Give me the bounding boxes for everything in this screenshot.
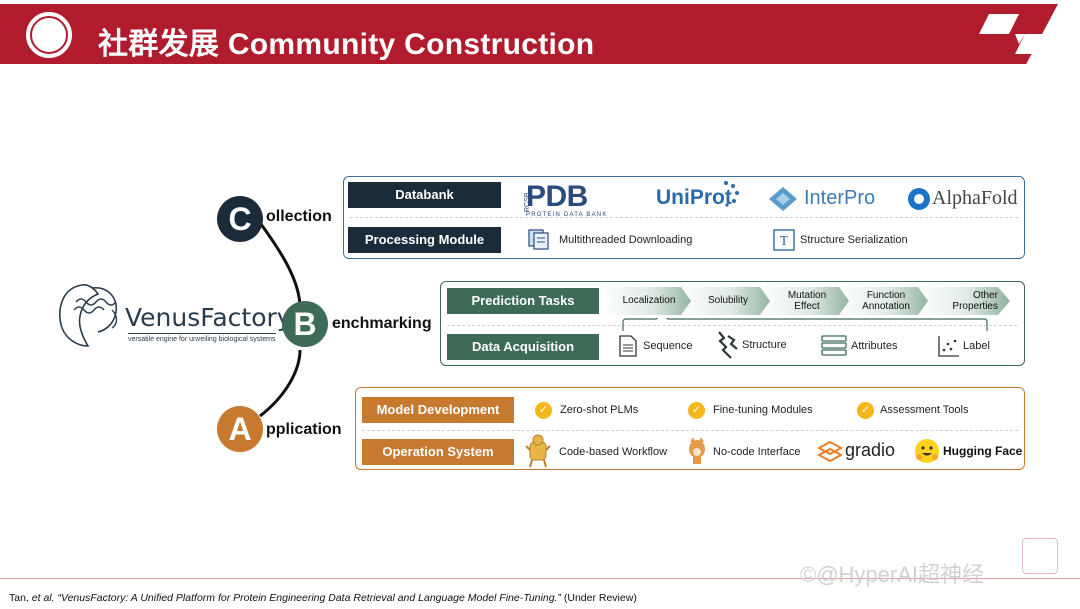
scatter-label-icon [938,336,959,357]
task-label-line: Annotation [862,301,910,312]
task-chevron [681,287,773,315]
benchmarking-heading: enchmarking [332,315,432,332]
venusfactory-tagline: versatile engine for unveiling biologica… [128,333,276,343]
download-server-icon [528,229,549,250]
interpro-logo: InterPro [804,187,876,209]
gradio-logo-text: gradio [845,440,896,460]
assessment-tools-text: Assessment Tools [880,404,969,416]
interpro-icon [769,187,797,211]
university-seal-icon [24,10,74,60]
collection-heading: ollection [266,208,332,225]
task-chevron [839,287,931,315]
collection-panel [343,176,1025,259]
sequence-document-icon [619,335,637,357]
pdb-logo-sub: PROTEIN DATA BANK [526,212,608,218]
corner-stamp-icon [1022,538,1058,574]
text-t-icon: T [773,229,795,251]
uniprot-dots-icon [724,181,739,207]
application-panel [355,387,1025,470]
section-connector-arc [256,219,302,418]
venusfactory-name: VenusFactory [125,303,292,332]
processing-module-tag: Processing Module [348,227,501,253]
task-chevron [918,287,1010,315]
task-label: Localization [616,295,682,306]
pytorch-lightning-mascot-icon [525,434,551,468]
operation-system-tag: Operation System [362,439,514,465]
footer-rule [0,578,1080,579]
task-chevron [760,287,852,315]
gradio-icon [818,441,842,463]
model-development-tag: Model Development [362,397,514,423]
application-divider [362,430,1018,431]
benchmarking-circle: B [282,301,328,347]
check-icon: ✓ [688,402,705,419]
no-code-interface-text: No-code Interface [713,446,801,458]
shiba-mascot-icon [689,437,705,464]
header: 社群发展 Community Construction [0,0,1080,64]
task-label-line: Other [972,290,998,301]
structure-text: Structure [742,339,787,351]
check-icon: ✓ [857,402,874,419]
collection-circle: C [217,196,263,242]
application-heading: pplication [266,421,342,438]
zero-shot-plms-text: Zero-shot PLMs [560,404,639,416]
collection-divider [350,217,1018,218]
databank-tag: Databank [348,182,501,208]
alphafold-icon [908,188,930,210]
application-circle: A [217,406,263,452]
pdb-logo-main: PDB [526,180,588,213]
protein-structure-icon [718,331,738,359]
citation-etal: et al. [31,592,55,604]
multithreaded-downloading-text: Multithreaded Downloading [559,234,693,246]
attributes-stack-icon [821,335,847,356]
task-label-line: Mutation [787,290,827,301]
task-label-line: Localization [622,295,676,306]
page-title: 社群发展 Community Construction [98,28,595,61]
header-band [0,4,1058,64]
task-label-line: Function [866,290,906,301]
attributes-text: Attributes [851,340,898,352]
citation-status: (Under Review) [563,592,637,604]
citation-author: Tan, [9,592,29,604]
benchmarking-divider [447,325,1017,326]
citation-paper: “VenusFactory: A Unified Platform for Pr… [57,592,561,604]
task-label-line: Solubility [707,295,749,306]
prediction-tasks-tag: Prediction Tasks [447,288,599,314]
venus-goddess-icon [58,284,118,347]
label-text: Label [963,340,990,352]
data-acquisition-tag: Data Acquisition [447,334,599,360]
task-brace [622,318,988,331]
code-based-workflow-text: Code-based Workflow [559,446,668,458]
task-label-line: Effect [794,301,820,312]
pdb-logo: PDB PROTEIN DATA BANK [526,180,608,219]
sequence-text: Sequence [643,340,693,352]
benchmarking-panel [440,281,1025,366]
fine-tuning-modules-text: Fine-tuning Modules [713,404,813,416]
check-icon: ✓ [535,402,552,419]
task-chevron [602,287,694,315]
task-label-line: Properties [952,301,998,312]
svg-text:T: T [780,234,789,249]
structure-serialization-text: Structure Serialization [800,234,908,246]
header-logo-mark-icon [979,14,1055,54]
hugging-face-logo-text: Hugging Face [943,444,1023,458]
watermark-text: ©@HyperAI超神经 [800,562,985,587]
hugging-face-icon [915,439,939,463]
alphafold-logo: AlphaFold [932,187,1018,209]
uniprot-logo: UniProt [656,186,732,209]
citation: Tan, et al. “VenusFactory: A Unified Pla… [9,592,637,604]
task-label: Solubility [695,295,761,306]
